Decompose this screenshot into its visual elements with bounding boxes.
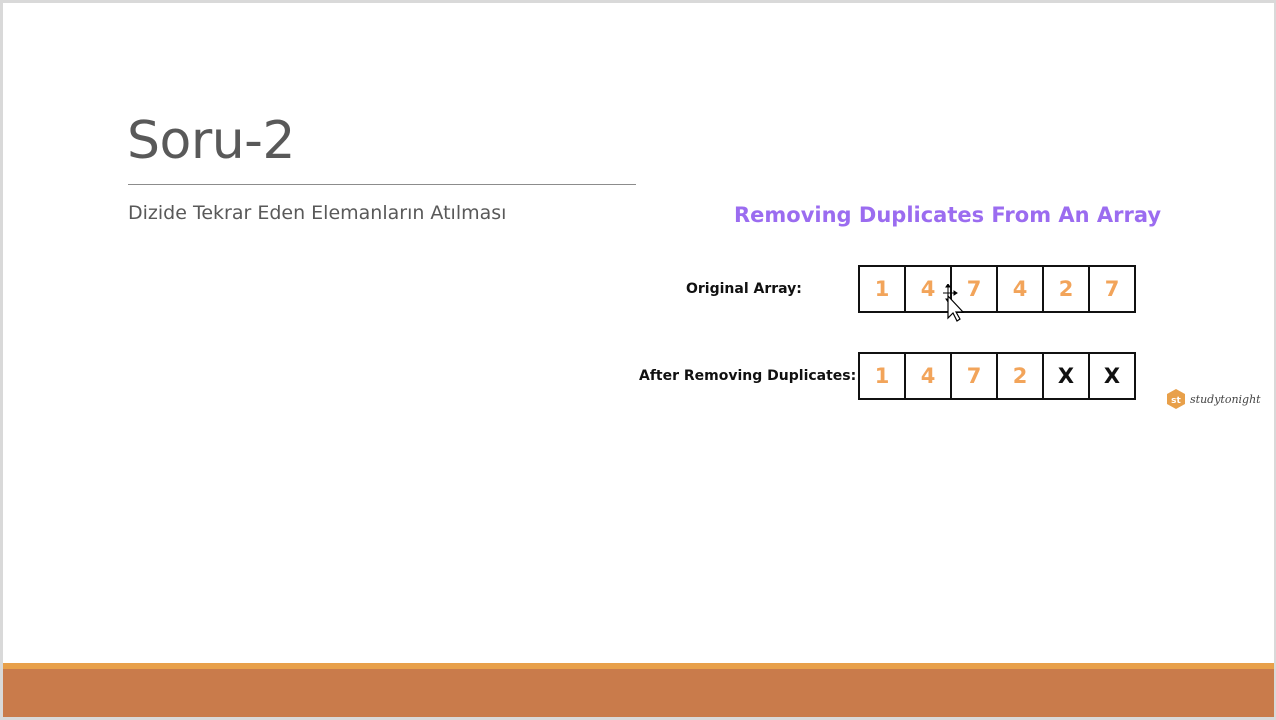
studytonight-logo-icon: st (1167, 389, 1185, 409)
deduplicated-array-cell: 2 (998, 354, 1044, 398)
original-array-cell: 1 (860, 267, 906, 311)
original-array-cell: 7 (1104, 277, 1120, 301)
presentation-slide: Soru-2 Dizide Tekrar Eden Elemanların At… (3, 3, 1274, 717)
footer-bar (3, 663, 1274, 717)
original-array-cell: 2 (1044, 267, 1090, 311)
deduplicated-array-cell: 4 (906, 354, 952, 398)
deduplicated-array-cell: 1 (860, 354, 906, 398)
after-removing-label: After Removing Duplicates: (639, 368, 857, 384)
removed-slot-cell: X (1044, 354, 1090, 398)
svg-text:st: st (1171, 396, 1181, 406)
title-divider (128, 184, 636, 185)
diagram-heading: Removing Duplicates From An Array (734, 203, 1162, 227)
original-array: 1 4 7 4 2 7 (858, 265, 1136, 313)
original-array-cell: 4 (906, 267, 952, 311)
move-cursor-icon (943, 284, 965, 322)
footer-bar-accent (3, 663, 1274, 669)
slide-subtitle: Dizide Tekrar Eden Elemanların Atılması (128, 202, 507, 224)
original-array-cell: 4 (998, 267, 1044, 311)
logo-text: studytonight (1190, 392, 1261, 406)
slide-title: Soru-2 (127, 111, 296, 171)
original-array-cell: 7 (952, 267, 998, 311)
original-array-label: Original Array: (686, 281, 802, 297)
removed-slot-cell: X (1103, 364, 1121, 388)
studytonight-logo: st studytonight (1166, 388, 1261, 410)
deduplicated-array: 1 4 7 2 X X (858, 352, 1136, 400)
deduplicated-array-cell: 7 (952, 354, 998, 398)
